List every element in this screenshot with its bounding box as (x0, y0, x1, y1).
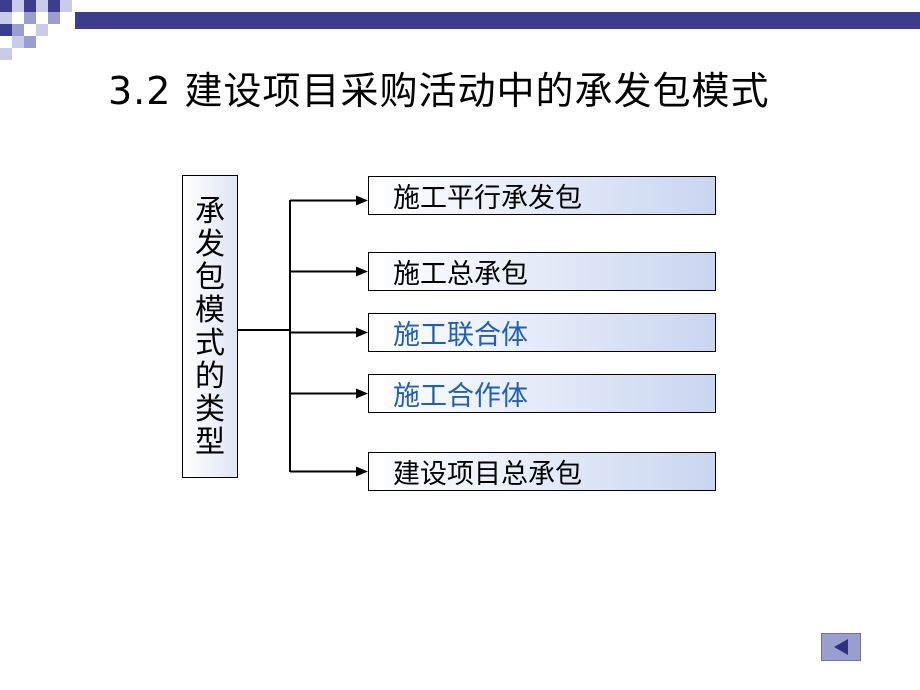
node-box: 施工合作体 (368, 374, 716, 413)
root-char: 发 (195, 226, 225, 262)
root-category-box: 承发包模式的类型 (182, 175, 238, 478)
root-char: 模 (195, 292, 225, 328)
arrow-head (356, 195, 368, 206)
arrow-head (356, 466, 368, 477)
root-char: 承 (195, 193, 225, 229)
page-title: 3.2 建设项目采购活动中的承发包模式 (108, 69, 770, 113)
root-char: 包 (195, 259, 225, 295)
arrow-head (356, 388, 368, 399)
root-char: 类 (195, 391, 225, 427)
node-box: 施工总承包 (368, 252, 716, 291)
arrow-head (356, 327, 368, 338)
root-char: 式 (195, 325, 225, 361)
back-button[interactable] (821, 633, 861, 661)
node-box: 施工联合体 (368, 313, 716, 352)
root-char: 的 (195, 358, 225, 394)
node-box: 建设项目总承包 (368, 452, 716, 491)
header-stripe (75, 12, 920, 29)
node-box: 施工平行承发包 (368, 176, 716, 215)
left-triangle-icon (834, 639, 848, 655)
root-char: 型 (195, 424, 225, 460)
arrow-head (356, 266, 368, 277)
